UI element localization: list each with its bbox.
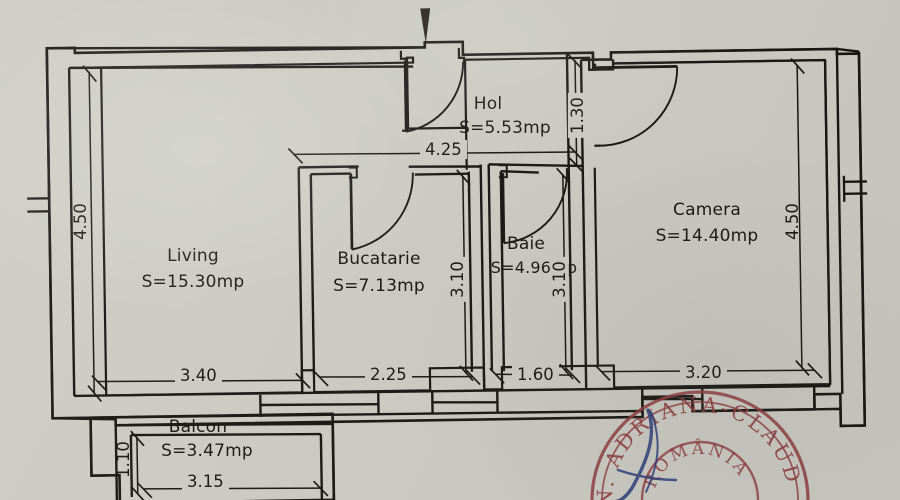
balcon-walls [52,417,336,500]
dimension-living-height: 4.50 [70,203,90,240]
baie-door [498,164,568,245]
entrance-door [399,47,466,133]
wall-right [610,47,867,426]
dimension-living-width: 3.40 [175,366,222,385]
bucatarie-door [348,166,414,251]
wall-bottom [74,384,865,428]
room-label-living: Living [167,246,219,266]
room-label-camera: Camera [673,200,741,220]
dimension-baie-width: 1.60 [512,365,559,384]
room-area-living: S=15.30mp [141,272,245,292]
room-area-baie: S=4.96mp [490,258,578,277]
window-right-icon [842,175,868,202]
room-label-baie: Baie [506,234,546,254]
room-area-camera: S=14.40mp [655,226,759,246]
room-label-bucatarie: Bucatarie [337,249,421,269]
entrance-arrow-marker [420,8,431,44]
wall-top [45,46,425,419]
dimension-baie-height: 3.10 [549,257,569,302]
dimension-camera-width: 3.20 [680,363,727,382]
room-area-balcon: S=3.47mp [161,441,253,461]
camera-door [587,57,679,147]
wall-central-block [297,163,588,393]
dimension-hol-width: 4.25 [420,140,467,159]
dimension-hol-height: 1.30 [567,93,587,138]
room-label-hol: Hol [473,94,503,114]
dimension-bucatarie-width: 2.25 [365,365,412,384]
dimension-bucatarie-height: 3.10 [447,257,467,302]
room-label-balcon: Balcon [168,417,228,437]
dimension-camera-height: 4.50 [782,203,802,240]
notary-stamp: N. ADRIANA-CLAUD ROMÂNIA [580,381,810,500]
dimension-balcon-height: 1.10 [113,441,133,478]
stamp-inner-text: ROMÂNIA [636,431,754,493]
room-area-bucatarie: S=7.13mp [333,276,425,296]
dimension-balcon-width: 3.15 [182,472,229,491]
room-area-hol: S=5.53mp [459,118,551,138]
pen-signature [615,408,678,500]
window-left-icon [27,192,51,219]
